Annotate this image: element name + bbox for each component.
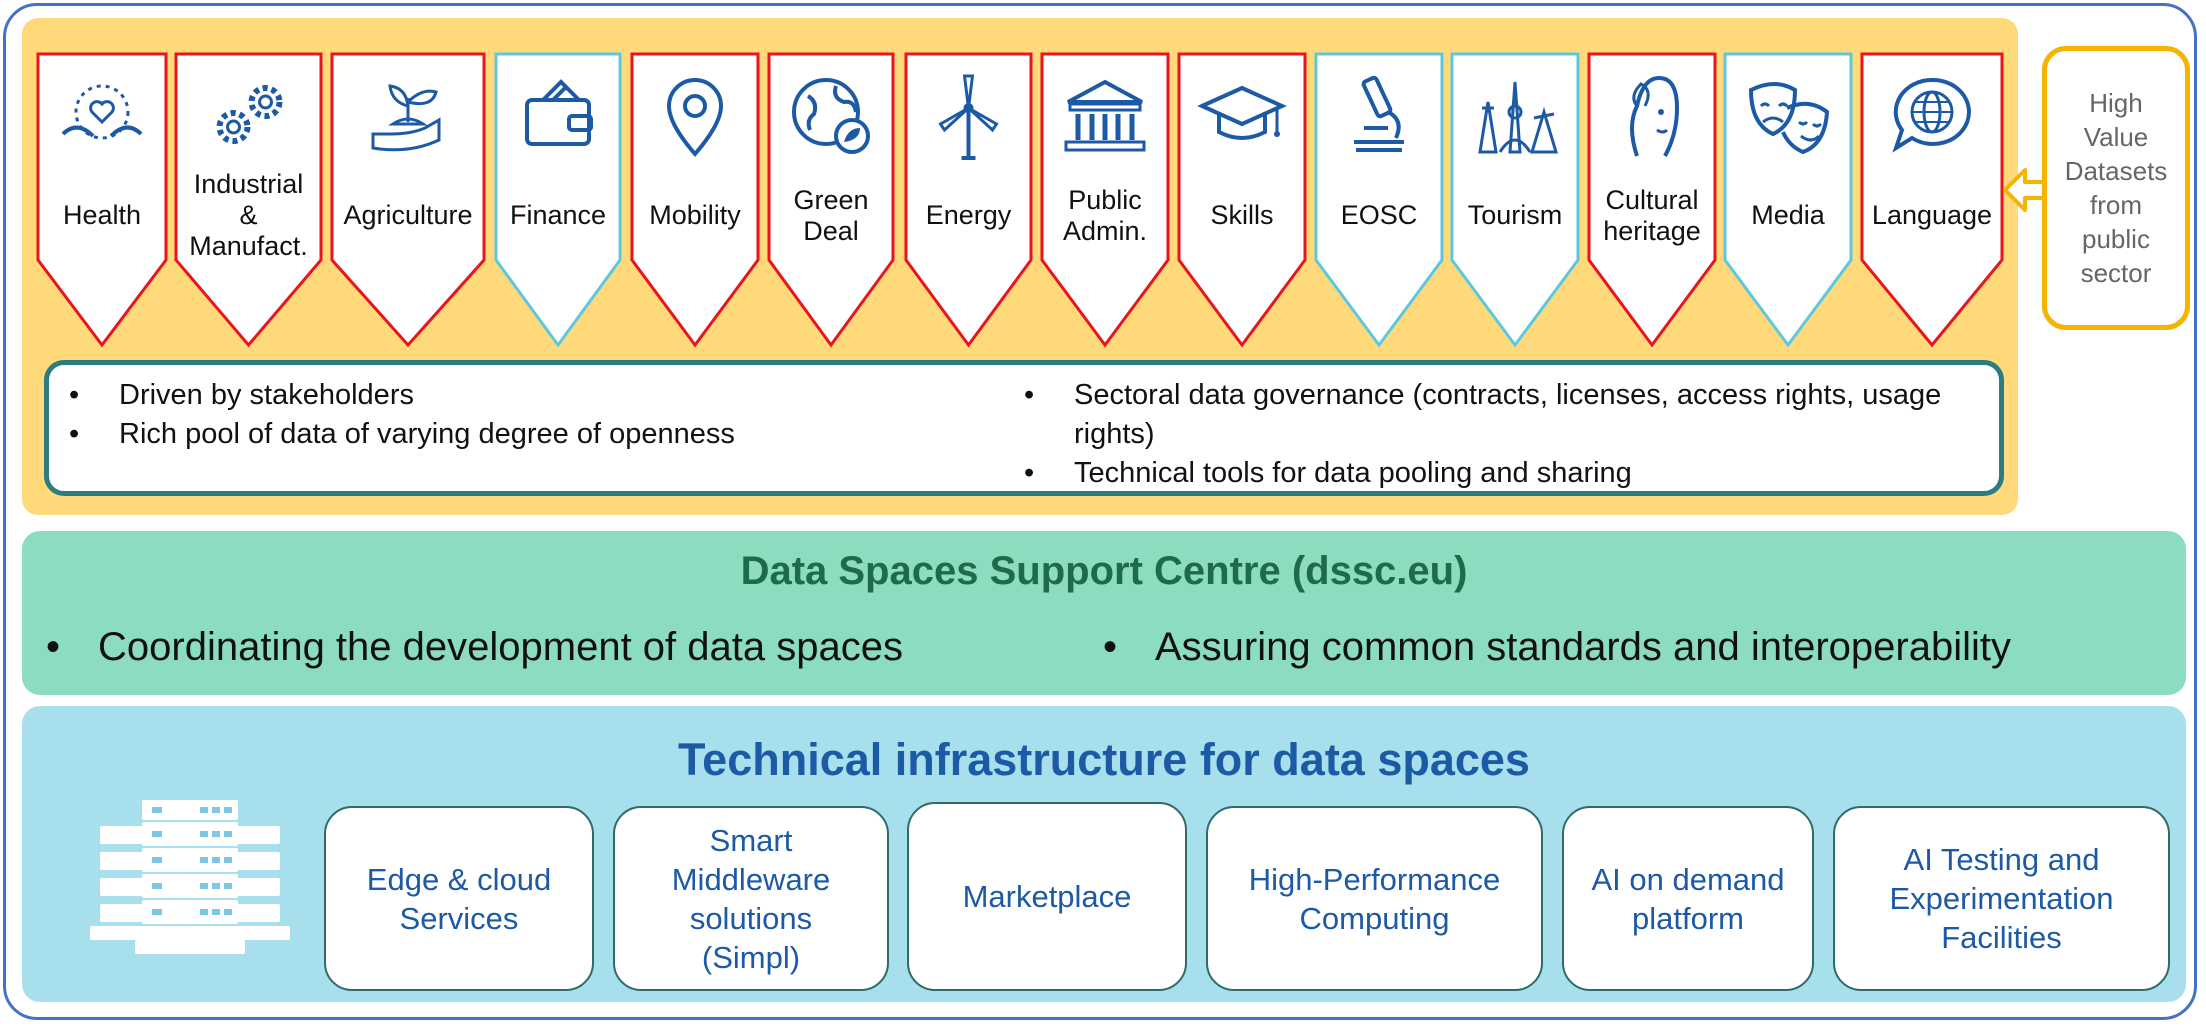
sector-label: Skills [1210,200,1274,230]
sector-pennant [330,52,486,348]
sector-item: Tourism [1452,54,1578,346]
dssc-bullet-text: Assuring common standards and interopera… [1155,625,2011,669]
sector-pennant [904,52,1033,348]
sector-label: Industrial & Manufact. [189,169,308,261]
sector-pennant [174,52,323,348]
government-building-icon [1064,79,1146,152]
server-rack-icon [90,800,290,954]
sector-item: Agriculture [332,54,484,346]
sector-label: EOSC [1340,200,1418,230]
dssc-band: Data Spaces Support Centre (dssc.eu) •Co… [22,531,2186,695]
tech-box-smart-middleware: Smart Middleware solutions (Simpl) [613,806,889,991]
governance-bullet: Driven by stakeholders [65,376,1005,415]
sector-item: Finance [496,54,620,346]
sector-pennant [1314,52,1444,348]
sector-label: Green Deal [793,184,869,246]
governance-bullet: Rich pool of data of varying degree of o… [65,415,1005,454]
sector-label: Public Admin. [1062,184,1148,246]
governance-left-list: Driven by stakeholders Rich pool of data… [65,376,1005,454]
sector-label: Cultural heritage [1603,184,1701,246]
sector-item: Public Admin. [1042,54,1168,346]
sector-pennant [1587,52,1717,348]
hands-heart-icon [61,84,143,140]
graduation-cap-icon [1197,85,1287,140]
sector-label: Agriculture [343,200,473,230]
sector-item: Cultural heritage [1589,54,1715,346]
sector-item: Language [1862,54,2002,346]
sector-item: Green Deal [769,54,893,346]
wallet-icon [525,79,593,146]
dssc-bullet-text: Coordinating the development of data spa… [98,625,903,669]
high-value-datasets-box: High Value Datasets from public sector [2042,46,2190,330]
sector-item: EOSC [1316,54,1442,346]
hvd-arrow-icon [2003,168,2042,212]
microscope-icon [1354,75,1404,152]
governance-bullet: Sectoral data governance (contracts, lic… [1020,376,1980,454]
sector-label: Energy [925,200,1012,230]
sector-item: Health [38,54,166,346]
sector-pennant [1177,52,1307,348]
governance-right-list: Sectoral data governance (contracts, lic… [1020,376,1980,493]
speech-globe-icon [1892,77,1971,153]
theater-masks-icon [1748,82,1830,155]
technical-infrastructure-band: Technical infrastructure for data spaces… [22,706,2186,1002]
sector-label: Language [1871,200,1993,230]
sector-item: Skills [1179,54,1305,346]
tech-box-ai-testing: AI Testing and Experimentation Facilitie… [1833,806,2170,991]
governance-box: Driven by stakeholders Rich pool of data… [44,360,2004,496]
gears-icon [216,85,283,144]
portrait-icon [1630,75,1680,157]
sector-item: Industrial & Manufact. [176,54,321,346]
location-pin-icon [666,78,724,158]
dssc-title: Data Spaces Support Centre (dssc.eu) [740,549,1468,593]
tech-box-hpc: High-Performance Computing [1206,806,1543,991]
landmarks-icon [1478,81,1559,154]
hand-seedling-icon [371,84,441,152]
tech-box-ai-on-demand: AI on demand platform [1562,806,1814,991]
sector-pennant [630,52,760,348]
sector-item: Energy [906,54,1031,346]
sector-label: Tourism [1467,200,1563,230]
tech-title: Technical infrastructure for data spaces [678,734,1530,785]
sector-label: Finance [509,200,607,230]
sector-label: Media [1751,200,1825,230]
wind-turbine-icon [938,74,999,160]
governance-bullet: Technical tools for data pooling and sha… [1020,454,1980,493]
sector-item: Mobility [632,54,758,346]
sector-label: Mobility [649,200,741,230]
tech-box-marketplace: Marketplace [907,802,1187,991]
globe-leaf-icon [792,78,870,154]
tech-box-edge-cloud: Edge & cloud Services [324,806,594,991]
sector-label: Health [62,200,142,230]
sector-pennant [1040,52,1170,348]
sector-item: Media [1725,54,1851,346]
